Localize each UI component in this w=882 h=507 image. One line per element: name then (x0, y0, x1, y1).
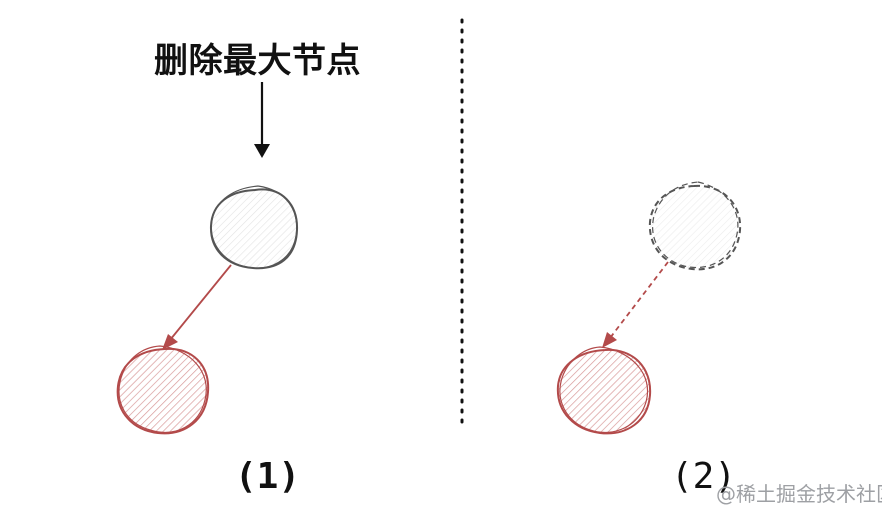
panel2-left-child-node (556, 346, 652, 435)
panel2-dashed-link-arrow (602, 261, 669, 348)
diagram-title: 删除最大节点 (154, 41, 361, 81)
watermark-text: @稀土掘金技术社区 (716, 482, 882, 506)
panel2-removed-node (648, 181, 742, 271)
panel1-max-node (209, 185, 299, 270)
pointer-arrow (254, 82, 270, 158)
panel1-child-link-arrow (162, 264, 232, 350)
panel1-caption: (1) (235, 456, 301, 497)
panel2-caption: (2) (671, 456, 737, 497)
panel1-left-child-node (116, 345, 210, 435)
